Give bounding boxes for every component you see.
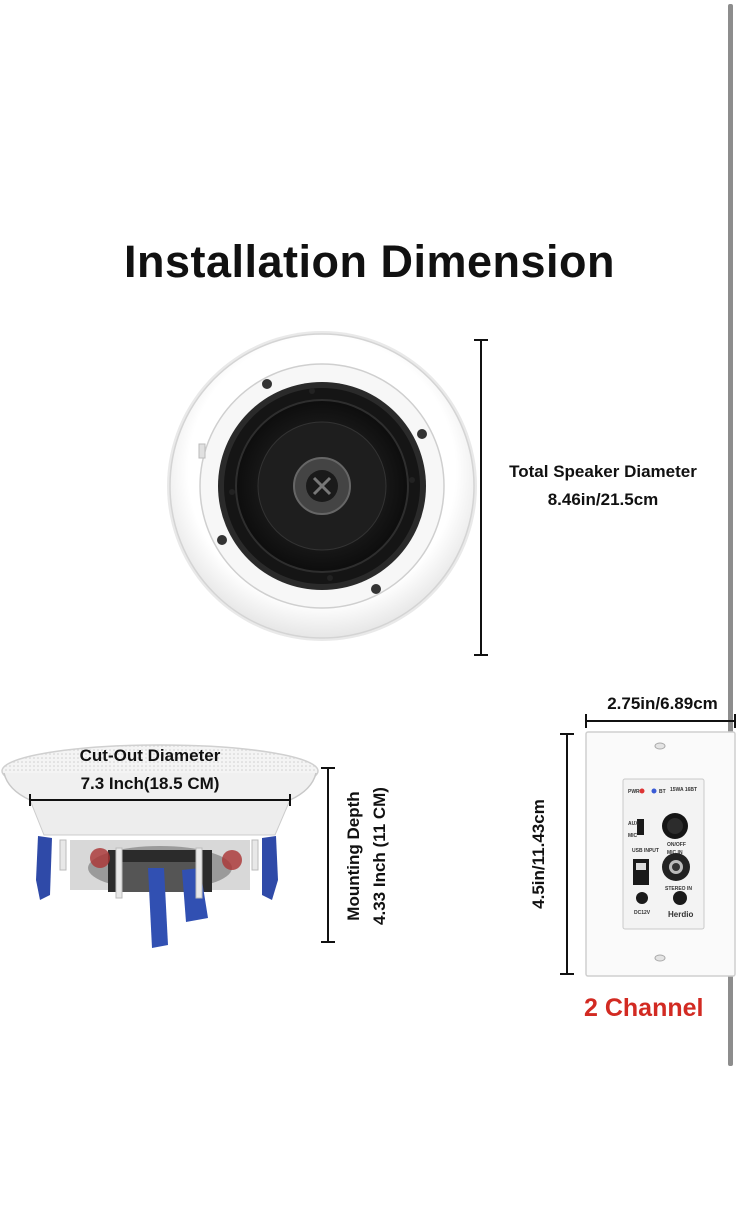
plate-brand-text: Herdio [668,910,693,919]
plate-stereoin-text: STEREO IN [665,886,692,892]
amplifier-wall-plate [585,731,736,977]
cutout-dimension-line [29,794,291,806]
plate-aux-text: AUX [628,821,639,827]
plate-height-dimension-line [560,733,574,975]
cutout-diameter-value: 7.3 Inch(18.5 CM) [80,774,220,793]
plate-height-value: 4.5in/11.43cm [529,799,548,909]
total-diameter-label: Total Speaker Diameter [509,462,697,481]
cutout-diameter-label: Cut-Out Diameter [79,746,221,765]
plate-pwr-text: PWR [628,789,640,795]
diameter-dimension-line [474,339,488,656]
plate-onoff-text: ON/OFF [667,842,686,848]
plate-dc-text: DC12V [634,910,651,916]
plate-width-value: 2.75in/6.89cm [607,694,718,713]
channel-label: 2 Channel [584,994,704,1022]
plate-usb-text: USB INPUT [632,848,659,854]
plate-small-text: PWR BT 15WA 16BT AUX MIC USB INPUT ON/OF… [628,787,697,919]
depth-dimension-line [321,767,335,943]
plate-mic-text: MIC [628,833,638,839]
plate-model-text: 15WA 16BT [670,787,697,793]
speaker-front-view [167,331,477,641]
speaker-side-view [1,744,319,948]
plate-micin-text: MIC IN [667,850,683,856]
total-diameter-value: 8.46in/21.5cm [547,490,659,509]
mounting-depth-label: Mounting Depth [344,791,363,921]
plate-bt-text: BT [659,789,666,795]
scrollbar[interactable] [728,4,733,1066]
page-title: Installation Dimension [123,236,616,287]
mounting-depth-value: 4.33 Inch (11 CM) [370,787,389,925]
plate-width-dimension-line [585,714,736,728]
